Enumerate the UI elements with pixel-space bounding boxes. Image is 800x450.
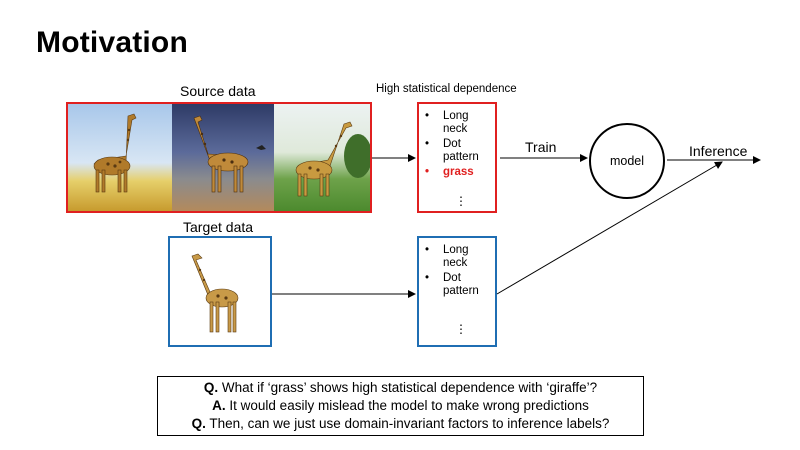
feature-item: •Dot pattern bbox=[425, 138, 479, 163]
giraffe-isolated-image bbox=[191, 253, 239, 333]
qa-line: Q. Then, can we just use domain-invarian… bbox=[191, 416, 610, 431]
qa-line: A. It would easily mislead the model to … bbox=[212, 398, 589, 413]
dependence-label: High statistical dependence bbox=[376, 83, 517, 95]
arrow-target-to-inference bbox=[496, 161, 723, 295]
slide-title: Motivation bbox=[36, 26, 188, 59]
qa-line: Q. What if ‘grass’ shows high statistica… bbox=[203, 380, 598, 395]
train-label: Train bbox=[525, 139, 557, 155]
qa-box: Q. What if ‘grass’ shows high statistica… bbox=[157, 376, 644, 436]
feature-item: •Dot pattern bbox=[425, 272, 479, 297]
giraffe-dusk-image bbox=[172, 104, 274, 211]
ellipsis: ⋮ bbox=[455, 322, 467, 336]
source-data-label: Source data bbox=[180, 83, 256, 99]
source-data-box bbox=[66, 102, 372, 213]
feature-item: •Long neck bbox=[425, 110, 469, 135]
ellipsis: ⋮ bbox=[455, 194, 467, 208]
inference-label: Inference bbox=[689, 143, 748, 159]
target-features-box: •Long neck •Dot pattern ⋮ bbox=[417, 236, 497, 347]
feature-item: •Long neck bbox=[425, 244, 469, 269]
giraffe-grass-image bbox=[274, 104, 370, 211]
model-circle: model bbox=[589, 123, 665, 199]
target-data-box bbox=[168, 236, 272, 347]
source-features-box: •Long neck •Dot pattern •grass ⋮ bbox=[417, 102, 497, 213]
feature-item-highlight: •grass bbox=[425, 166, 474, 178]
giraffe-savanna-image bbox=[68, 104, 172, 211]
model-label: model bbox=[609, 154, 645, 168]
target-data-label: Target data bbox=[183, 219, 254, 235]
